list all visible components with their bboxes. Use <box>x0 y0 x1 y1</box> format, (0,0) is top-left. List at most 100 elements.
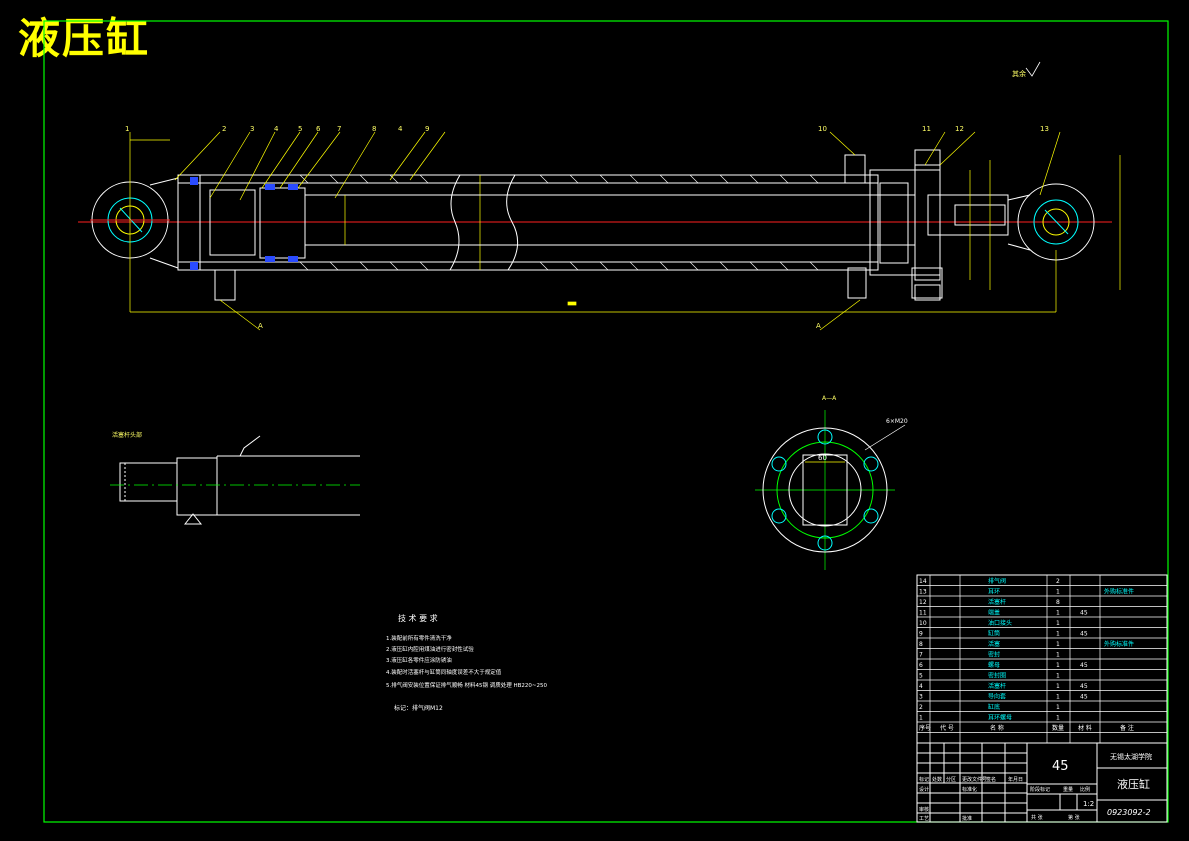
parts-cell-qty: 8 <box>1056 599 1060 606</box>
dimension-lines <box>129 139 1121 313</box>
parts-cell-qty: 1 <box>1056 715 1060 722</box>
parts-header-name: 名 称 <box>990 724 1004 732</box>
parts-cell-no: 11 <box>919 610 927 617</box>
flange-dim: 60 <box>818 454 827 462</box>
leader-label: 2 <box>222 125 226 133</box>
leader-label: 1 <box>125 125 129 133</box>
roughness-symbol: 其余 <box>1012 61 1041 78</box>
tb-label: 年月日 <box>1008 776 1023 783</box>
rod-end-detail: 活塞杆头部 <box>110 431 360 525</box>
parts-cell-qty: 1 <box>1056 641 1060 648</box>
tech-footer: 标记：排气阀M12 <box>394 704 443 712</box>
parts-cell-name: 密封圈 <box>988 672 1006 680</box>
parts-cell-name: 活塞 <box>988 640 1000 648</box>
parts-cell-no: 7 <box>919 652 923 659</box>
parts-cell-no: 8 <box>919 641 923 648</box>
tb-label: 分区 <box>946 776 956 783</box>
parts-cell-material: 45 <box>1080 631 1088 638</box>
leader-label: 7 <box>337 125 341 133</box>
parts-cell-no: 6 <box>919 662 923 669</box>
outer-frame <box>43 20 1169 823</box>
parts-cell-no: 1 <box>919 715 923 722</box>
tech-item: 5.排气阀安装位置保证排气顺畅 材料45钢 调质处理 HB220~250 <box>386 681 548 689</box>
detail-label: 活塞杆头部 <box>112 431 142 439</box>
parts-cell-qty: 1 <box>1056 652 1060 659</box>
leader-label: 13 <box>1040 125 1049 133</box>
cylinder-barrel <box>177 149 1009 301</box>
parts-cell-material: 45 <box>1080 662 1088 669</box>
tb-label: 工艺 <box>919 816 929 822</box>
parts-cell-no: 3 <box>919 694 923 701</box>
leader-label: 12 <box>955 125 964 133</box>
parts-cell-name: 螺母 <box>988 661 1000 669</box>
parts-cell-no: 2 <box>919 704 923 711</box>
leader-label: 10 <box>818 125 827 133</box>
leader-label: 6 <box>316 125 321 133</box>
parts-cell-name: 排气阀 <box>988 577 1006 585</box>
tb-drawing-no: 0923092-2 <box>1107 808 1151 817</box>
tb-label: 共 张 <box>1031 814 1043 821</box>
tb-scale: 1:2 <box>1083 800 1094 808</box>
parts-cell-name: 缸底 <box>988 703 1000 711</box>
flange-note: 6×M20 <box>886 418 908 425</box>
leader-label: 4 <box>398 125 403 133</box>
parts-cell-qty: 1 <box>1056 610 1060 617</box>
parts-cell-qty: 2 <box>1056 578 1060 585</box>
parts-cell-name: 密封 <box>988 651 1000 659</box>
parts-cell-qty: 1 <box>1056 620 1060 627</box>
parts-cell-name: 活塞杆 <box>988 682 1006 690</box>
parts-cell-no: 12 <box>919 599 927 606</box>
parts-cell-qty: 1 <box>1056 683 1060 690</box>
parts-cell-note: 外购标准件 <box>1104 640 1134 648</box>
tech-item: 2.液压缸内腔用煤油进行密封性试验 <box>386 645 474 653</box>
parts-header-note: 备 注 <box>1120 724 1134 732</box>
flange-view: A—A 6×M20 60 <box>755 395 908 570</box>
parts-cell-name: 缸筒 <box>988 630 1000 638</box>
parts-cell-no: 13 <box>919 589 927 596</box>
section-mark: A <box>258 322 263 330</box>
tb-drawing-name: 液压缸 <box>1117 777 1150 791</box>
title-block <box>916 742 1168 823</box>
leader-label: 3 <box>250 125 254 133</box>
section-mark: A <box>816 322 821 330</box>
right-clevis-eye <box>1007 183 1095 261</box>
leader-label: 4 <box>274 125 279 133</box>
tech-item: 3.液压缸各零件应涂防锈油 <box>386 656 452 664</box>
parts-header-code: 代 号 <box>940 724 954 732</box>
parts-cell-no: 4 <box>919 683 923 690</box>
tb-label: 签名 <box>986 776 996 783</box>
tb-label: 第 张 <box>1068 814 1080 821</box>
tb-label: 比例 <box>1080 786 1090 793</box>
tb-label: 重量 <box>1063 786 1073 793</box>
tb-label: 阶段标记 <box>1030 786 1050 793</box>
leader-lines <box>129 131 1061 331</box>
parts-cell-qty: 1 <box>1056 662 1060 669</box>
drawing-title: 液压缸 <box>18 14 151 63</box>
tech-heading: 技 术 要 求 <box>398 613 438 623</box>
parts-cell-material: 45 <box>1080 683 1088 690</box>
parts-cell-name: 油口接头 <box>988 619 1012 627</box>
tb-label: 标记 <box>919 776 929 783</box>
leader-labels: 1 2 3 4 5 6 7 8 4 9 10 11 12 13 A A <box>125 125 1049 330</box>
tb-label: 批准 <box>962 815 972 822</box>
parts-cell-qty: 1 <box>1056 704 1060 711</box>
roughness-note: 其余 <box>1012 69 1026 78</box>
tb-school: 无锡太湖学院 <box>1110 752 1152 761</box>
title-block-text: 45 无锡太湖学院 液压缸 0923092-2 1:2 标记 处数 分区 更改文… <box>919 752 1152 822</box>
parts-header-no: 序号 <box>919 724 931 732</box>
parts-cell-name: 耳环螺母 <box>988 714 1012 722</box>
tb-label: 更改文件号 <box>962 776 987 783</box>
technical-requirements: 技 术 要 求 1.装配前所有零件清洗干净 2.液压缸内腔用煤油进行密封性试验 … <box>386 613 548 712</box>
parts-header-qty: 数量 <box>1052 724 1064 732</box>
parts-cell-no: 5 <box>919 673 923 680</box>
parts-cell-material: 45 <box>1080 694 1088 701</box>
parts-cell-name: 端盖 <box>988 609 1000 617</box>
tb-label: 处数 <box>932 776 942 783</box>
tb-label: 标准化 <box>962 786 977 793</box>
parts-cell-name: 活塞杆 <box>988 598 1006 606</box>
parts-cell-note: 外购标准件 <box>1104 588 1134 596</box>
leader-label: 9 <box>425 125 429 133</box>
tb-label: 设计 <box>919 786 929 793</box>
parts-cell-name: 导向套 <box>988 693 1006 701</box>
